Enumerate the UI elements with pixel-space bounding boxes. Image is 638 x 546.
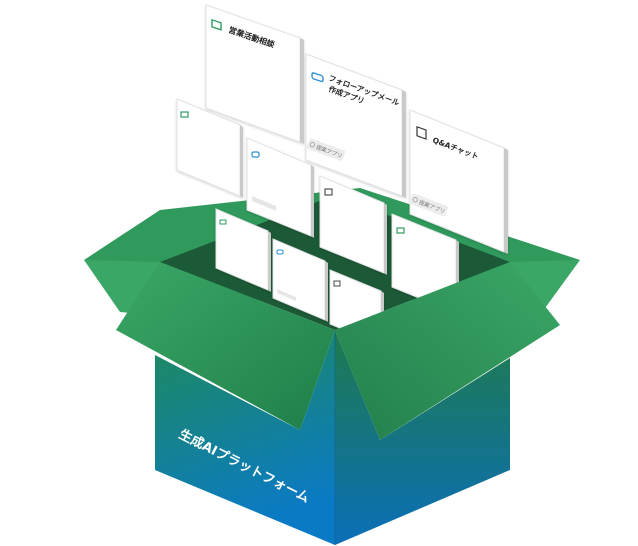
card-middle-2 [319, 175, 387, 275]
chat-bubble-icon [180, 111, 189, 118]
cloud-icon [276, 249, 284, 255]
checklist-icon [333, 280, 341, 287]
card-middle-1 [246, 137, 314, 238]
card-lower-1 [215, 208, 271, 292]
card-followup-mail: フォローアップメール 作成アプリ 提案アプリ [305, 53, 406, 198]
checklist-icon [416, 125, 427, 140]
box-front [116, 262, 560, 545]
card-stack-back: 営業活動相談 フォローアップメール 作成アプリ 提案アプリ Q&Aチャッ [176, 4, 508, 347]
cloud-icon [251, 151, 260, 158]
chat-bubble-icon [396, 227, 405, 234]
chat-bubble-icon [211, 18, 222, 31]
card-small-left [176, 98, 243, 198]
cloud-icon [311, 72, 324, 83]
card-sales-consult: 営業活動相談 [205, 4, 304, 144]
checklist-icon [324, 188, 333, 196]
card-qa-chat: Q&Aチャット 提案アプリ [409, 109, 508, 254]
card-lower-2 [272, 238, 328, 322]
chat-bubble-icon [219, 219, 227, 225]
